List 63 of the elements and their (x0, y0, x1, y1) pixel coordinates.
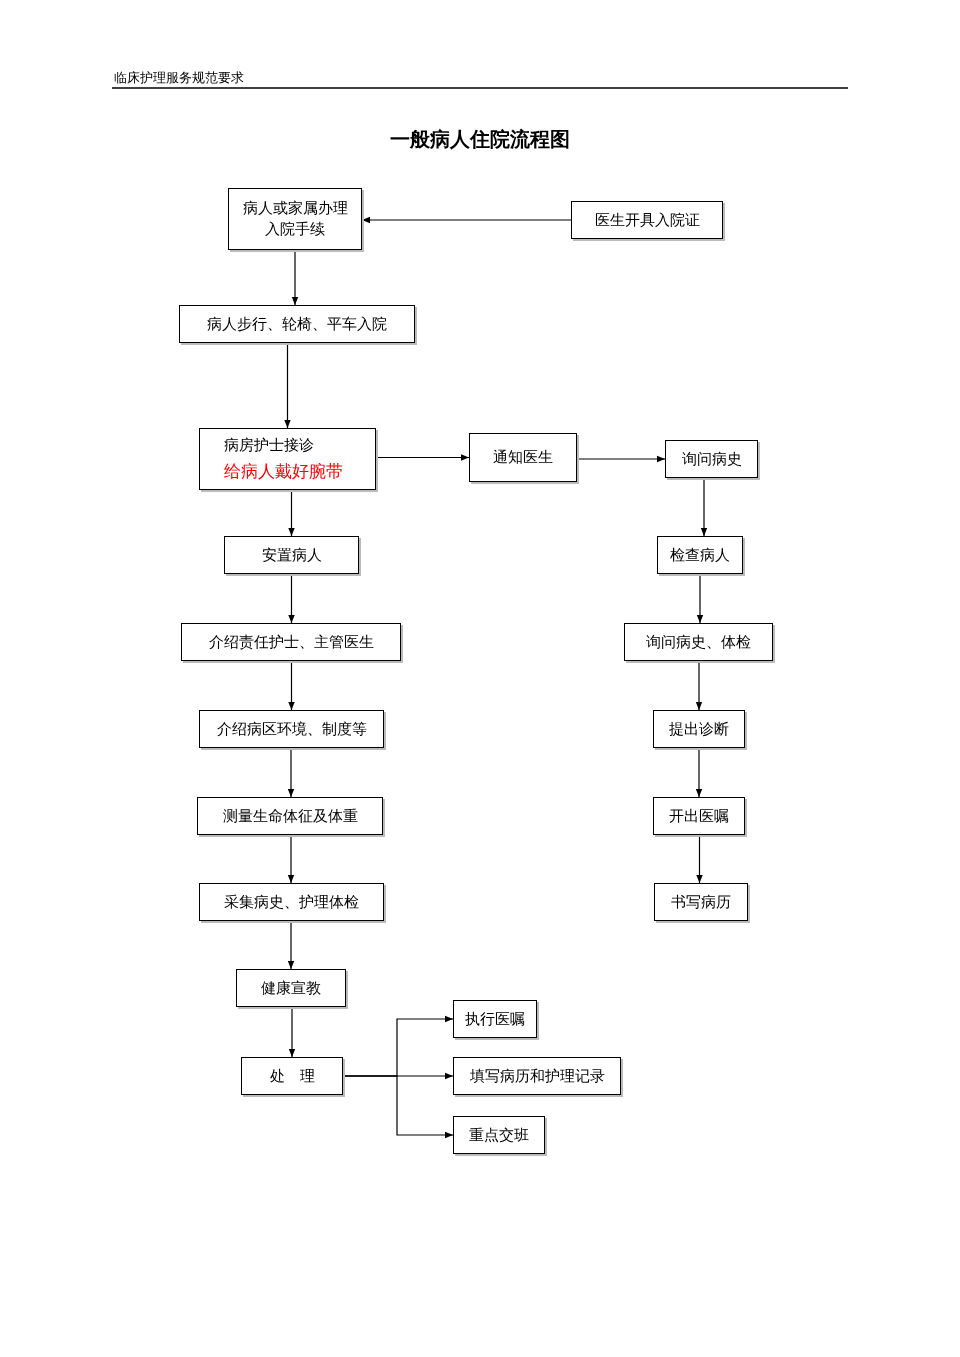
arrow (288, 660, 295, 711)
box-text: 介绍病区环境、制度等 (216, 718, 367, 740)
box-text: 检查病人 (670, 544, 730, 566)
box-text: 开出医嘱 (669, 805, 729, 827)
process-box (453, 1116, 545, 1154)
arrow (287, 747, 295, 798)
box-text: 健康宣教 (261, 977, 321, 999)
process-box (236, 969, 346, 1007)
process-box (453, 1057, 621, 1095)
diagram-title: 一般病人住院流程图 (389, 126, 571, 153)
arrow (342, 1075, 454, 1139)
box-text: 提出诊断 (669, 718, 729, 740)
arrow (288, 489, 295, 537)
box-text: 安置病人 (261, 544, 322, 566)
process-box (179, 305, 415, 343)
process-box (199, 710, 384, 748)
box-text: 执行医嘱 (465, 1008, 525, 1030)
process-box (665, 440, 758, 478)
process-box (657, 536, 743, 574)
box-text: 询问病史 (681, 448, 742, 470)
process-box (571, 201, 723, 239)
process-box (653, 710, 745, 748)
box-text: 处 理 (269, 1065, 315, 1087)
box-text: 通知医生 (493, 447, 553, 468)
arrow (696, 573, 704, 624)
arrow (695, 747, 703, 798)
process-box (224, 536, 359, 574)
arrow (284, 342, 291, 429)
process-box (453, 1000, 537, 1038)
process-box (469, 433, 577, 482)
box-text: 医生开具入院证 (594, 209, 700, 231)
box-text: 重点交班 (469, 1124, 529, 1146)
process-box (181, 623, 401, 661)
arrow (696, 834, 703, 884)
arrow (576, 455, 666, 463)
arrow (288, 1006, 296, 1058)
box-text: 书写病历 (671, 891, 731, 913)
box-text: 测量生命体征及体重 (222, 805, 358, 827)
process-box (228, 188, 362, 250)
page-header: 临床护理服务规范要求 (114, 69, 244, 87)
process-box (197, 797, 383, 835)
box-text: 填写病历和护理记录 (469, 1065, 605, 1087)
process-box (654, 883, 748, 921)
arrow (375, 454, 470, 461)
arrow (287, 920, 295, 970)
arrow (361, 216, 572, 224)
box-text: 给病人戴好腕带 (224, 459, 343, 483)
arrow (288, 573, 295, 624)
process-box (241, 1057, 343, 1095)
box-text: 病人或家属办理入院手续 (241, 198, 349, 240)
arrow (291, 249, 299, 306)
process-box (199, 428, 376, 490)
process-box (624, 623, 773, 661)
arrow (700, 477, 708, 537)
arrow (287, 834, 295, 884)
box-text: 病人步行、轮椅、平车入院 (207, 313, 387, 335)
process-box (199, 883, 384, 921)
box-text: 采集病史、护理体检 (224, 891, 359, 913)
box-text: 询问病史、体检 (646, 631, 751, 653)
box-text: 病房护士接诊 (224, 435, 314, 456)
box-text: 介绍责任护士、主管医生 (208, 631, 374, 653)
process-box (653, 797, 745, 835)
arrow (695, 660, 703, 711)
